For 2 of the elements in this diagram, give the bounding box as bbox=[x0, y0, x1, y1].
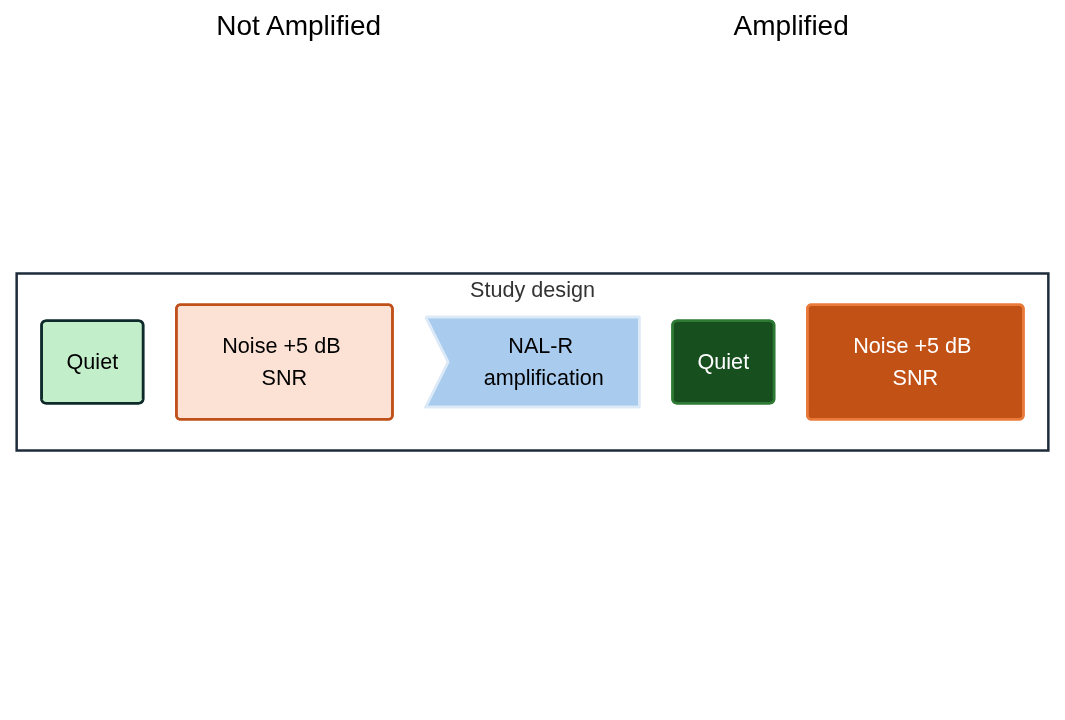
column-heading: Amplified bbox=[733, 10, 849, 42]
column-heading: Not Amplified bbox=[216, 10, 382, 42]
